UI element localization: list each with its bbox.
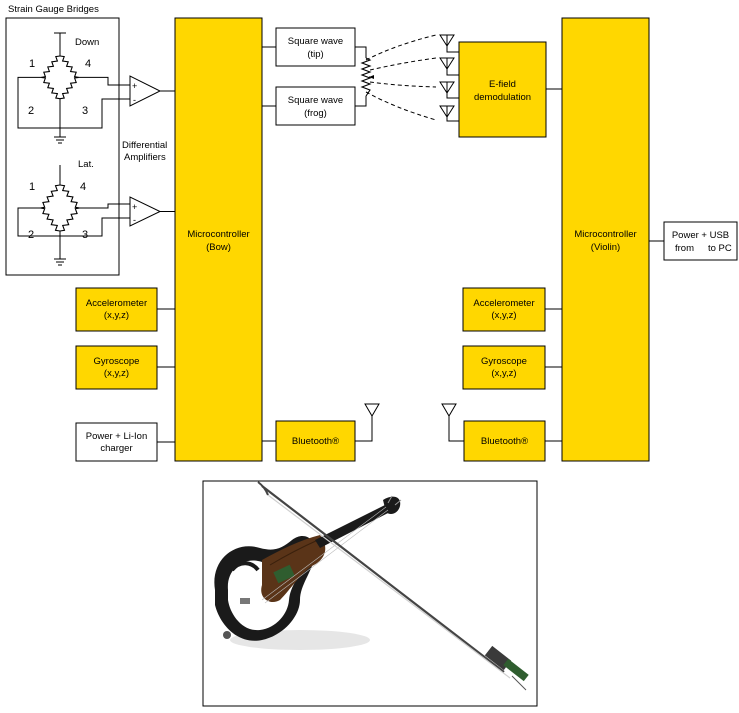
svg-text:Square wave: Square wave xyxy=(288,95,343,106)
bow-resistive-strip xyxy=(355,47,374,106)
svg-text:Bluetooth®: Bluetooth® xyxy=(481,436,528,447)
svg-text:-: - xyxy=(133,215,136,225)
violin-photo xyxy=(203,481,537,706)
resistor-2-label: 2 xyxy=(28,105,34,117)
antenna-violin-icon xyxy=(442,404,464,441)
svg-text:charger: charger xyxy=(100,443,132,454)
efield-coupling xyxy=(366,35,436,120)
svg-text:(frog): (frog) xyxy=(304,108,327,119)
diff-amp-caption-line1: Differential xyxy=(122,140,167,151)
svg-text:(tip): (tip) xyxy=(307,49,323,60)
square-wave-tip xyxy=(276,28,355,66)
svg-text:(x,y,z): (x,y,z) xyxy=(104,310,129,321)
strain-gauge-title: Strain Gauge Bridges xyxy=(8,4,99,15)
square-wave-frog xyxy=(276,87,355,125)
svg-text:Square wave: Square wave xyxy=(288,36,343,47)
antenna-bow-icon xyxy=(355,404,379,441)
svg-text:(x,y,z): (x,y,z) xyxy=(491,310,516,321)
svg-text:+: + xyxy=(132,202,137,212)
mcu-violin-line1: Microcontroller xyxy=(574,229,636,240)
svg-text:to PC: to PC xyxy=(708,243,732,254)
receiver-antenna-1-icon xyxy=(440,35,459,52)
diff-amp-1: + - xyxy=(130,76,175,106)
resistor-4-lat-label: 4 xyxy=(80,181,86,193)
svg-text:+: + xyxy=(132,81,137,91)
svg-text:Power + USB: Power + USB xyxy=(672,230,729,241)
svg-text:-: - xyxy=(133,95,136,105)
svg-text:E-field: E-field xyxy=(489,79,516,90)
svg-text:Gyroscope: Gyroscope xyxy=(481,356,527,367)
resistor-3-lat-label: 3 xyxy=(82,229,88,241)
svg-text:Gyroscope: Gyroscope xyxy=(94,356,140,367)
diff-amp-2: + - xyxy=(130,197,175,226)
svg-text:(x,y,z): (x,y,z) xyxy=(104,368,129,379)
svg-text:Power + Li-Ion: Power + Li-Ion xyxy=(86,431,148,442)
resistor-3-label: 3 xyxy=(82,105,88,117)
diff-amp-caption-line2: Amplifiers xyxy=(124,152,166,163)
receiver-antenna-3-icon xyxy=(440,82,459,98)
receiver-antenna-4-icon xyxy=(440,106,459,121)
mcu-bow-line1: Microcontroller xyxy=(187,229,249,240)
svg-text:Bluetooth®: Bluetooth® xyxy=(292,436,339,447)
resistor-1-lat-label: 1 xyxy=(29,181,35,193)
svg-text:Accelerometer: Accelerometer xyxy=(86,298,147,309)
resistor-1-label: 1 xyxy=(29,58,35,70)
bridge-lateral-label: Lat. xyxy=(78,159,94,170)
receiver-antenna-2-icon xyxy=(440,58,459,75)
mcu-bow-line2: (Bow) xyxy=(206,242,231,253)
power-charger-bow xyxy=(76,423,157,461)
svg-text:Accelerometer: Accelerometer xyxy=(473,298,534,309)
svg-text:from: from xyxy=(675,243,694,254)
mcu-violin-line2: (Violin) xyxy=(591,242,620,253)
bridge-down-label: Down xyxy=(75,37,99,48)
power-usb-box xyxy=(664,222,737,260)
svg-text:demodulation: demodulation xyxy=(474,92,531,103)
svg-text:(x,y,z): (x,y,z) xyxy=(491,368,516,379)
resistor-4-label: 4 xyxy=(85,58,91,70)
resistor-2-lat-label: 2 xyxy=(28,229,34,241)
